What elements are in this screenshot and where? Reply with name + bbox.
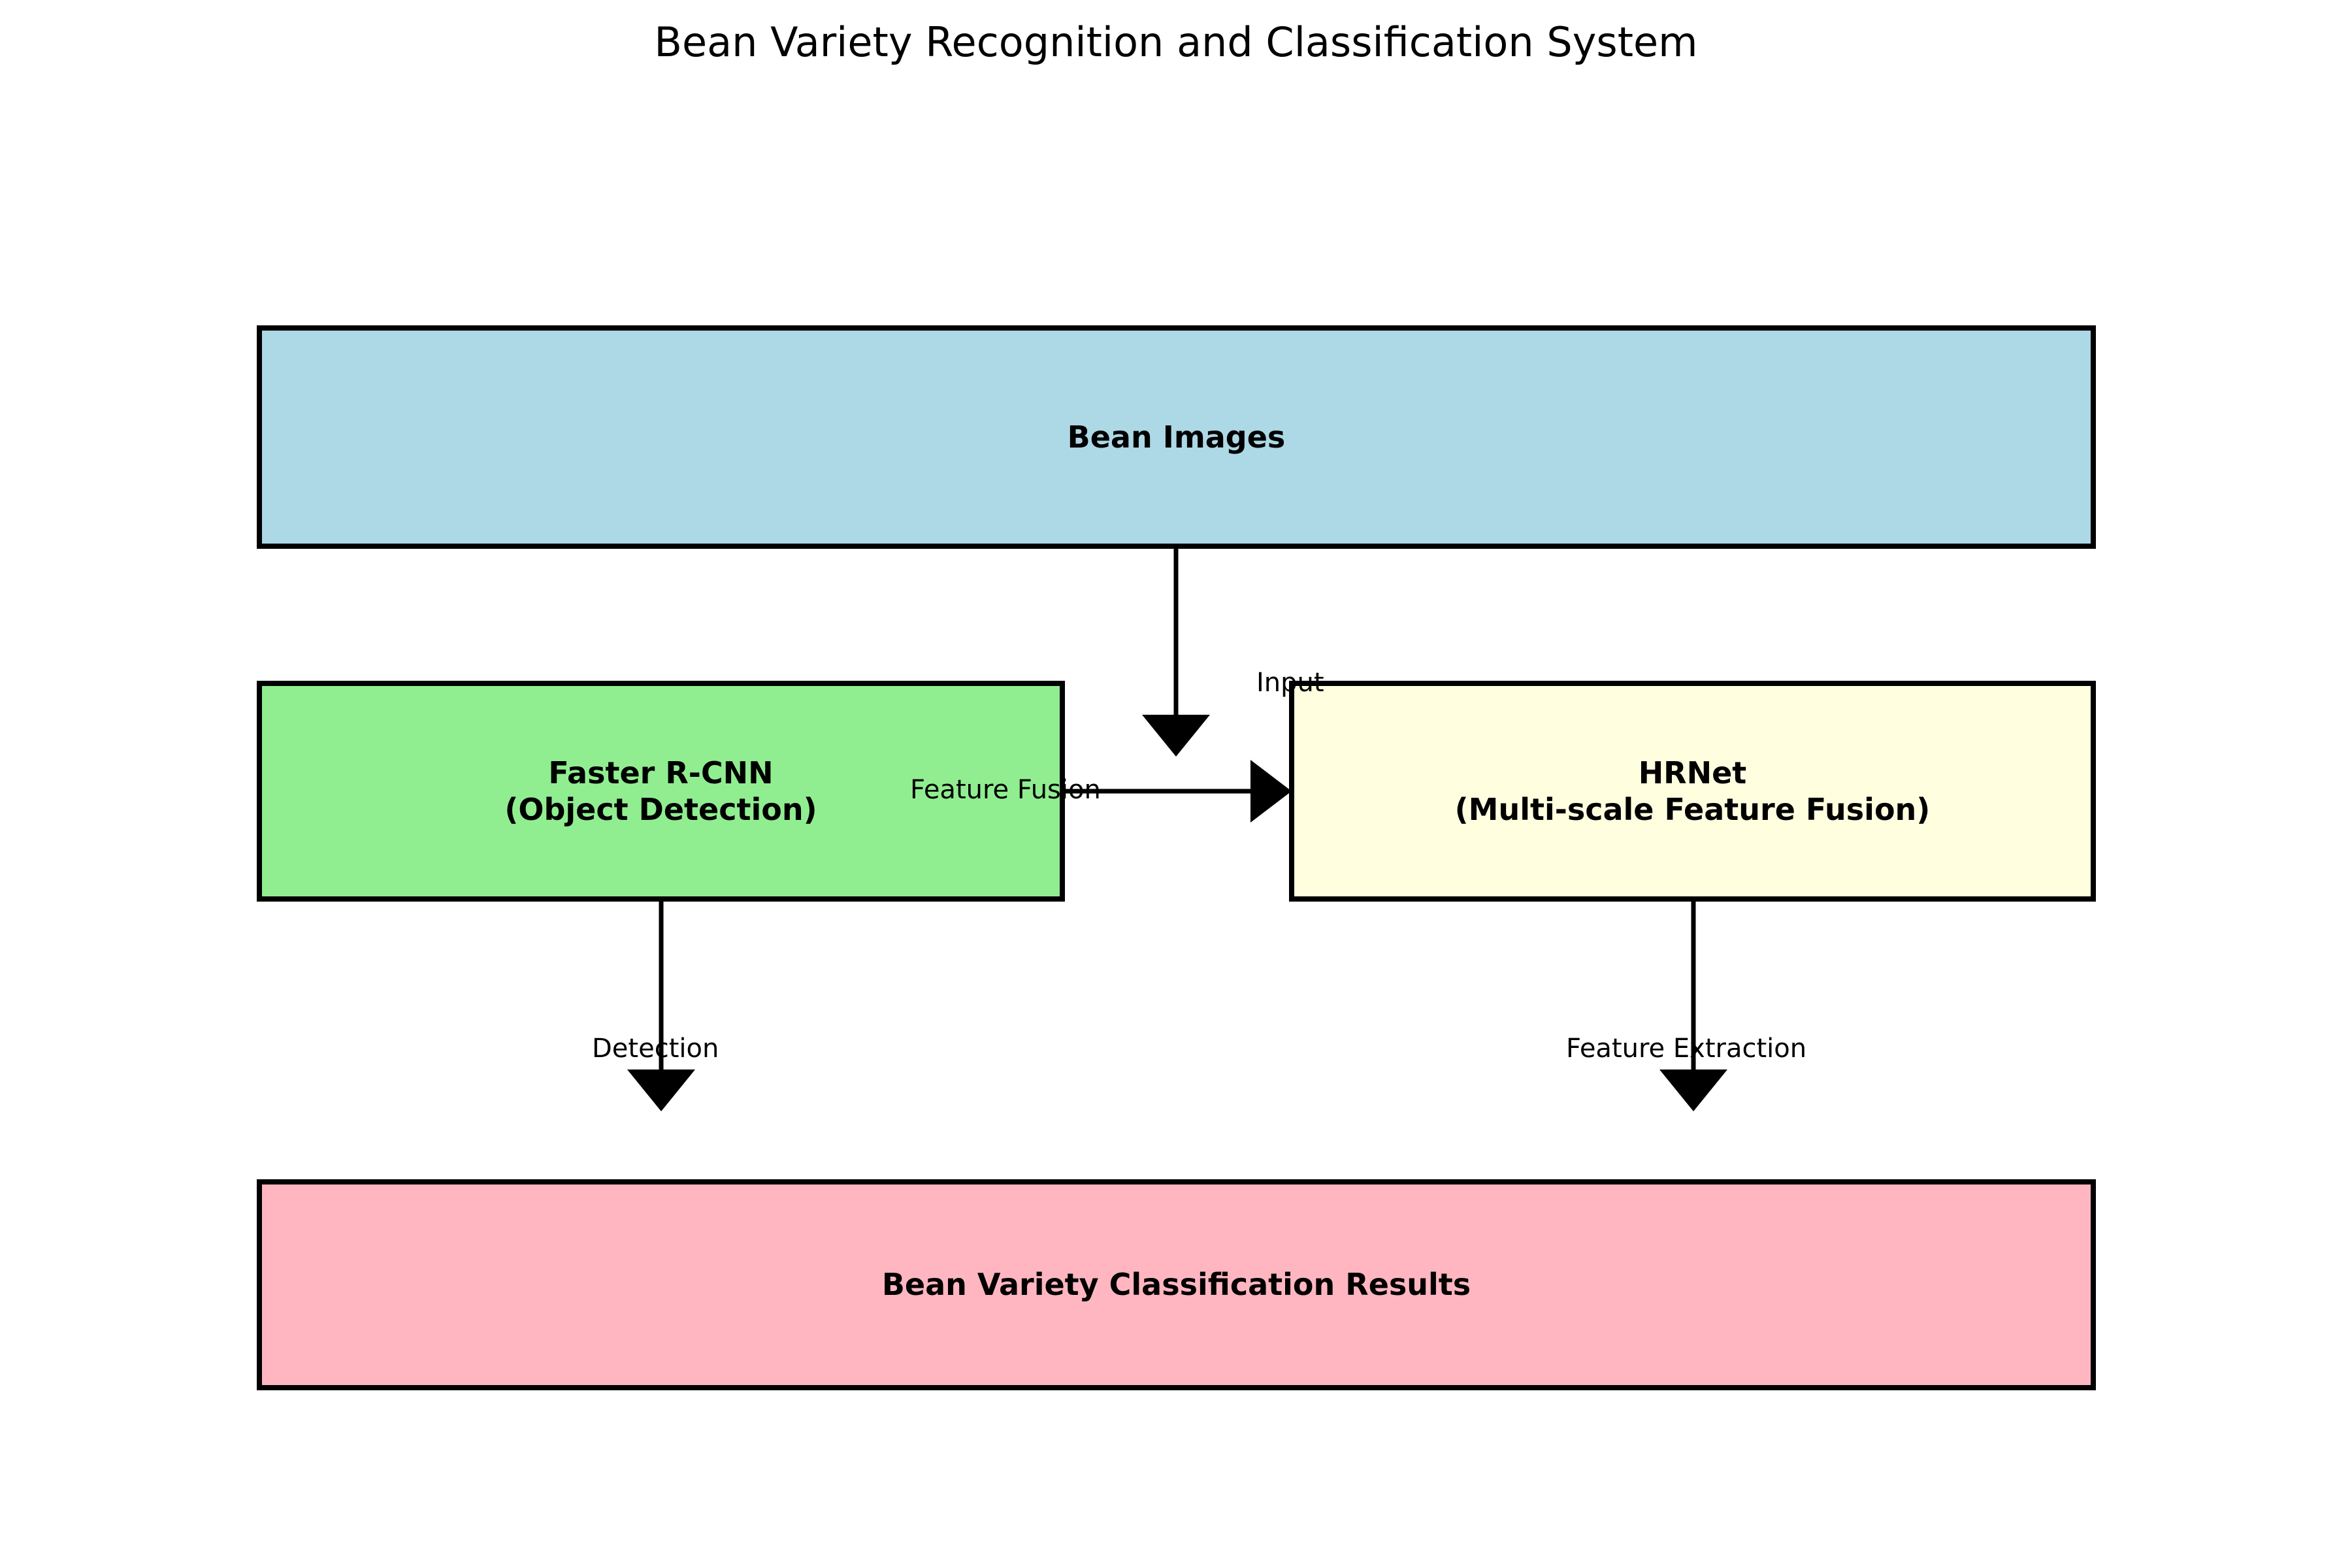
node-bean-images[interactable]: Bean Images (257, 325, 2096, 549)
page-title: Bean Variety Recognition and Classificat… (654, 18, 1698, 66)
edge-label-detection: Detection (592, 1034, 719, 1064)
node-bean-images-label: Bean Images (1067, 419, 1286, 455)
edge-feature-extraction (1659, 902, 1727, 1111)
node-hrnet-label: HRNet (Multi-scale Feature Fusion) (1454, 755, 1931, 827)
node-faster-rcnn[interactable]: Faster R-CNN (Object Detection) (257, 681, 1065, 902)
edge-label-feature-extraction: Feature Extraction (1566, 1034, 1807, 1064)
node-faster-rcnn-label: Faster R-CNN (Object Detection) (504, 755, 817, 827)
edge-input (1142, 549, 1210, 757)
edge-detection (627, 902, 695, 1111)
node-hrnet[interactable]: HRNet (Multi-scale Feature Fusion) (1289, 681, 2096, 902)
edge-label-feature-fusion: Feature Fusion (910, 775, 1101, 805)
node-results-label: Bean Variety Classification Results (881, 1267, 1471, 1303)
edge-label-input: Input (1256, 668, 1324, 698)
node-results[interactable]: Bean Variety Classification Results (257, 1179, 2096, 1390)
